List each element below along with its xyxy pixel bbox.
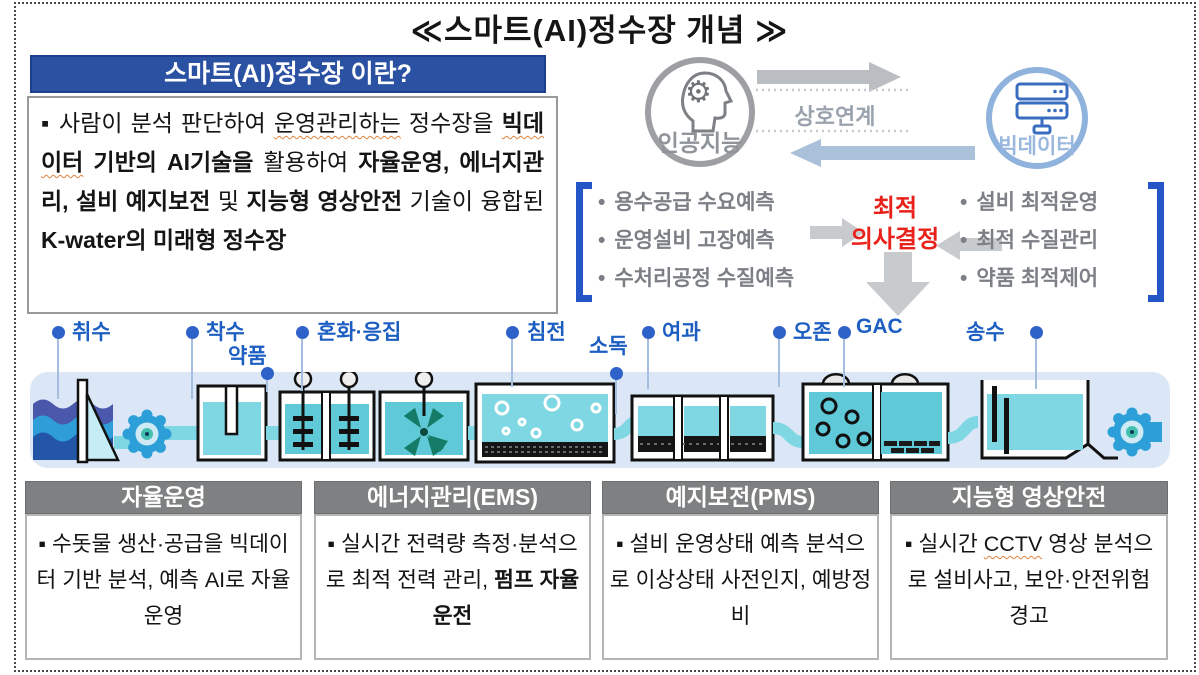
decision-arrows [810,218,1002,316]
feature-header-maintenance: 예지보전(PMS) [602,481,879,514]
ai-brain-icon: ⚙ [681,71,734,133]
svg-text:⚙: ⚙ [685,76,712,109]
optimization-list: •설비 최적운영 •최적 수질관리 •약품 최적제어 [960,184,1098,298]
feature-text-video: ▪ 실시간 CCTV 영상 분석으로 설비사고, 보안·안전위험 경고 [890,514,1168,660]
stage-dot [1030,326,1043,339]
linkage-label: 상호연계 [794,104,876,129]
list-item: •운영설비 고장예측 [598,229,775,252]
stage-dot [642,326,655,339]
page-title: ≪스마트(AI)정수장 개념 ≫ [410,13,789,48]
left-bracket [576,182,592,302]
feature-header-video: 지능형 영상안전 [890,481,1168,514]
stage-stem [301,339,303,391]
list-item: •설비 최적운영 [960,191,1099,214]
stage-label-filtration: 여과 [662,321,701,344]
stage-stem [191,339,193,399]
list-item: •용수공급 수요예측 [598,191,775,214]
stage-stem [647,339,649,389]
stage-stem [266,380,268,392]
feature-text-energy: ▪ 실시간 전력량 측정·분석으로 최적 전력 관리, 펌프 자율운전 [314,514,591,660]
bigdata-server-icon [1015,82,1069,135]
prediction-list: •용수공급 수요예측 •운영설비 고장예측 •수처리공정 수질예측 [598,184,794,298]
water-treatment-illustration [30,372,1170,468]
outer-dotted-border [14,2,1196,672]
stage-stem [778,339,780,387]
stage-stem [1035,339,1037,389]
bigdata-circle-label: 빅데이터 [998,135,1076,158]
stage-dot [506,326,519,339]
list-item: •최적 수질관리 [960,229,1099,252]
stage-label-disinfection: 소독 [589,335,628,358]
stage-label-gac: GAC [856,315,903,338]
stage-dot [838,326,851,339]
optimal-decision-label: 최적 의사결정 [850,195,940,253]
stage-stem [511,339,513,387]
stage-label-receiving: 착수 [206,321,245,344]
stage-dot [261,367,274,380]
stage-label-transmission: 송수 [966,321,1005,344]
list-item: •수처리공정 수질예측 [598,267,795,290]
stage-stem [57,339,59,399]
stage-label-chemical: 약품 [228,345,267,368]
right-bracket [1148,182,1164,302]
mutual-link-arrows [756,62,975,167]
ai-circle-label: 인공지능 [657,130,743,156]
definition-text: ▪ 사람이 분석 판단하여 운영관리하는 정수장을 빅데이터 기반의 AI기술을… [27,96,558,314]
feature-text-autonomous: ▪ 수돗물 생산·공급을 빅데이터 기반 분석, 예측 AI로 자율운영 [25,514,302,660]
list-item: •약품 최적제어 [960,267,1099,290]
feature-header-energy: 에너지관리(EMS) [314,481,591,514]
stage-dot [186,326,199,339]
ai-circle: ⚙ 인공지능 [645,57,755,167]
stage-dot [52,326,65,339]
bigdata-circle: 빅데이터 [986,67,1088,169]
stage-label-intake: 취수 [72,321,111,344]
feature-text-maintenance: ▪ 설비 운영상태 예측 분석으로 이상상태 사전인지, 예방정비 [602,514,879,660]
feature-header-autonomous: 자율운영 [25,481,302,514]
stage-dot [296,326,309,339]
stage-stem [843,339,845,387]
stage-label-ozone: 오존 [793,321,832,344]
stage-stem [615,380,617,414]
bullet-square: ▪ [41,110,51,136]
stage-label-coagulation: 혼화·응집 [317,321,402,344]
stage-dot [610,367,623,380]
stage-dot [773,326,786,339]
definition-header: 스마트(AI)정수장 이란? [30,55,546,93]
stage-label-sedimentation: 침전 [527,321,566,344]
